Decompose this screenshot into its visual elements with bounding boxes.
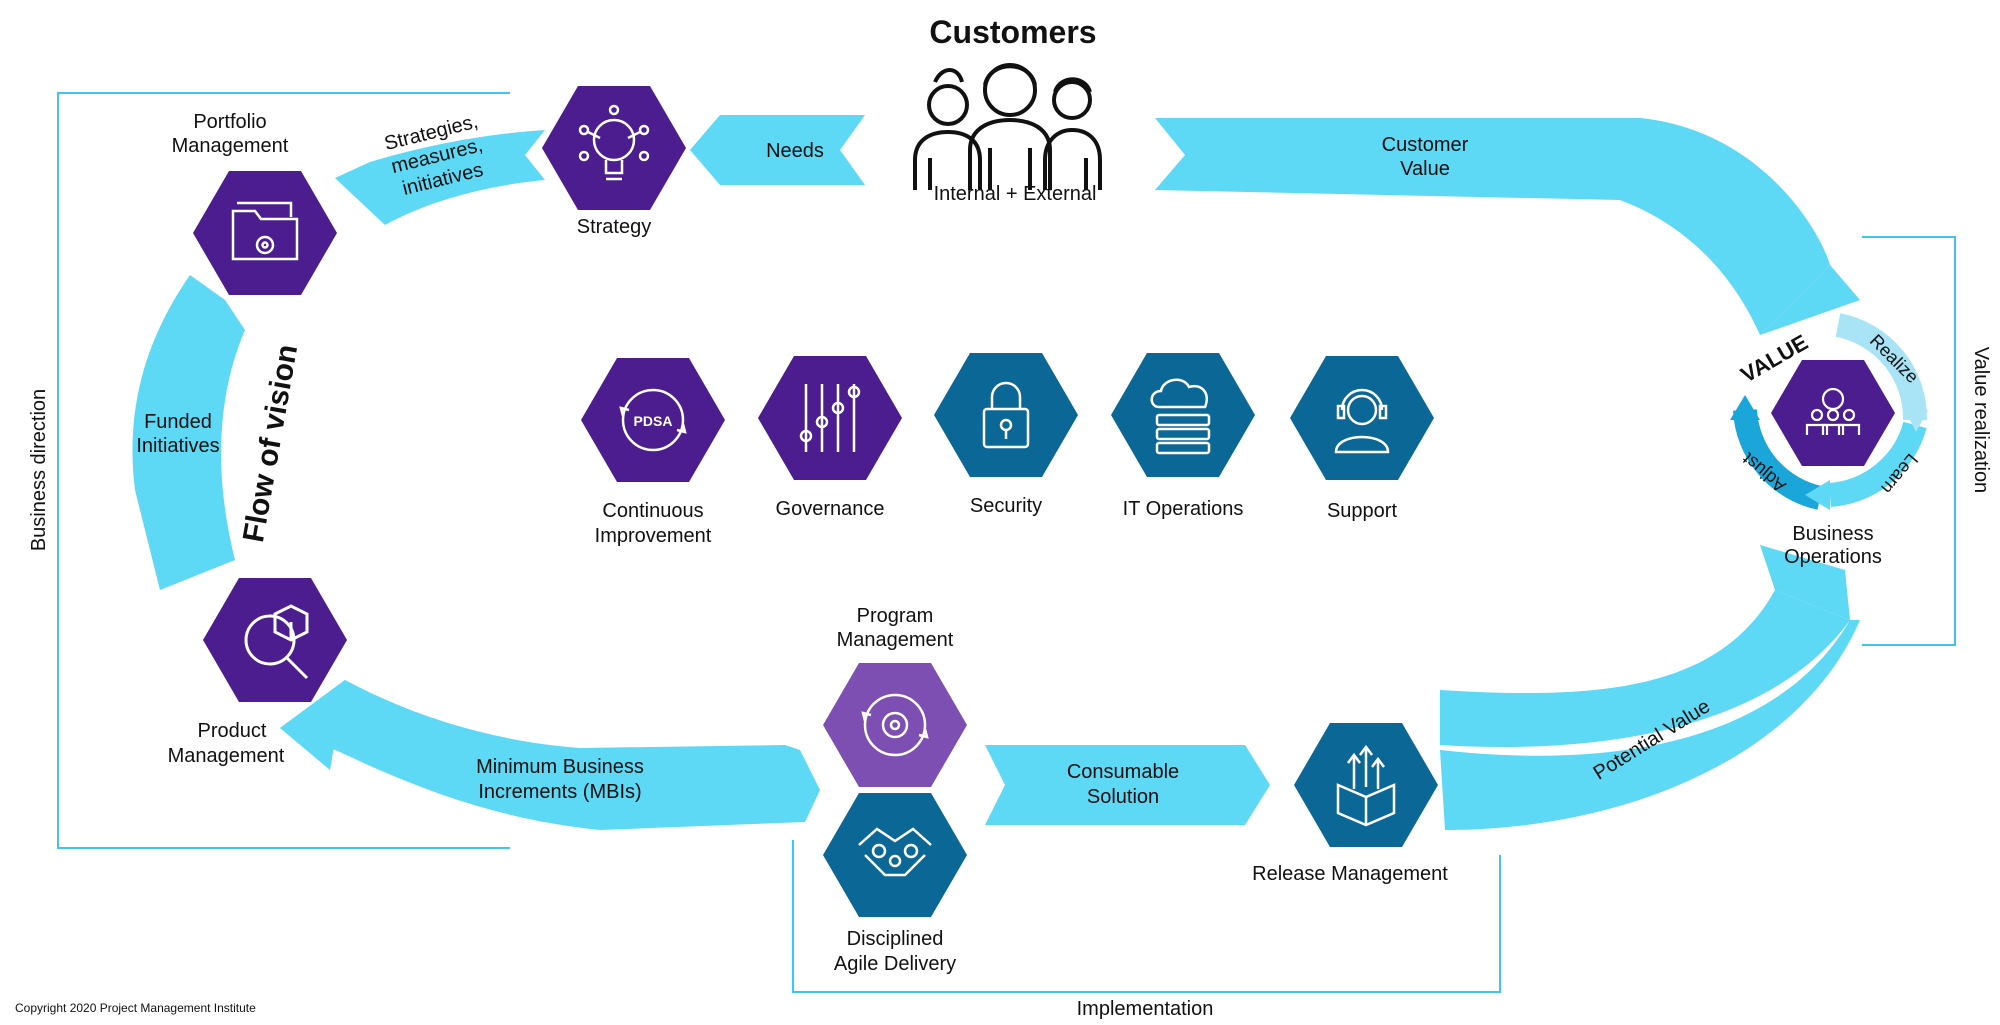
flow-of-vision-label: Flow of vision xyxy=(237,342,304,545)
implementation-label: Implementation xyxy=(1077,998,1214,1020)
program-label-2: Management xyxy=(837,629,954,651)
consumable-label-1: Consumable xyxy=(1067,761,1179,783)
program-label-1: Program xyxy=(857,605,934,627)
handshake-gears-icon xyxy=(858,827,932,877)
ci-label-1: Continuous xyxy=(602,500,703,522)
customers-subtitle: Internal + External xyxy=(934,183,1097,205)
portfolio-label-1: Portfolio xyxy=(193,111,266,133)
product-label-1: Product xyxy=(198,720,267,742)
folder-gear-icon xyxy=(231,201,299,261)
flow-arrows xyxy=(132,115,1860,830)
bizops-label-1: Business xyxy=(1792,523,1873,545)
it-operations-label: IT Operations xyxy=(1123,498,1244,520)
continuous-improvement-node: PDSA xyxy=(581,358,725,482)
implementation-bracket xyxy=(792,840,1501,993)
support-node xyxy=(1290,356,1434,480)
product-label-2: Management xyxy=(168,745,285,767)
ci-label-2: Improvement xyxy=(595,525,712,547)
release-management-node xyxy=(1294,723,1438,847)
sliders-icon xyxy=(799,384,861,452)
governance-node xyxy=(758,356,902,480)
cloud-server-icon xyxy=(1150,378,1211,455)
mbi-label-2: Increments (MBIs) xyxy=(478,781,641,803)
lightbulb-network-icon xyxy=(578,104,650,181)
bizops-label-2: Operations xyxy=(1784,546,1882,568)
customer-value-label-1: Customer xyxy=(1382,134,1469,156)
value-realization-label: Value realization xyxy=(1970,347,1992,493)
business-direction-label: Business direction xyxy=(28,389,50,551)
customer-value-label-2: Value xyxy=(1400,158,1450,180)
dad-label-2: Agile Delivery xyxy=(834,953,956,975)
mbi-label-1: Minimum Business xyxy=(476,756,644,778)
it-operations-node xyxy=(1111,353,1255,477)
funded-label-1: Funded xyxy=(144,411,212,433)
governance-label: Governance xyxy=(776,498,885,520)
funded-label-2: Initiatives xyxy=(136,435,219,457)
release-label: Release Management xyxy=(1252,863,1448,885)
portfolio-management-node xyxy=(193,171,337,295)
magnifier-box-icon xyxy=(244,604,309,680)
value-realization-bracket xyxy=(1862,236,1956,646)
customer-value-arrow xyxy=(1155,118,1830,335)
program-management-node xyxy=(823,663,967,787)
business-operations-node xyxy=(1771,360,1895,466)
dad-label-1: Disciplined xyxy=(847,928,944,950)
consumable-solution-arrow xyxy=(985,745,1270,825)
support-label: Support xyxy=(1327,500,1397,522)
pdsa-text: PDSA xyxy=(634,413,673,429)
security-label: Security xyxy=(970,495,1042,517)
security-node xyxy=(934,353,1078,477)
consumable-label-2: Solution xyxy=(1087,786,1159,808)
product-management-node xyxy=(203,578,347,702)
copyright-text: Copyright 2020 Project Management Instit… xyxy=(15,1001,256,1015)
strategy-node xyxy=(542,86,686,210)
needs-label: Needs xyxy=(766,140,824,162)
gear-cycle-icon xyxy=(861,693,929,757)
box-arrows-up-icon xyxy=(1336,744,1396,827)
potential-value-arrow xyxy=(1440,590,1850,748)
strategy-label: Strategy xyxy=(577,216,651,238)
strategies-arrow xyxy=(335,130,545,225)
funded-initiatives-arrow xyxy=(132,275,245,590)
portfolio-label-2: Management xyxy=(172,135,289,157)
headset-agent-icon xyxy=(1334,388,1390,454)
needs-arrow xyxy=(690,115,865,185)
disciplined-agile-delivery-node xyxy=(823,793,967,917)
gear-people-icon xyxy=(1805,387,1861,435)
value-cycle xyxy=(1730,313,1928,510)
business-direction-bracket xyxy=(57,92,510,849)
customers-title: Customers xyxy=(929,14,1096,50)
mbi-arrow xyxy=(280,680,820,830)
pdsa-cycle-icon xyxy=(619,388,687,452)
padlock-icon xyxy=(982,381,1030,449)
customers-people-icon xyxy=(913,63,1102,190)
